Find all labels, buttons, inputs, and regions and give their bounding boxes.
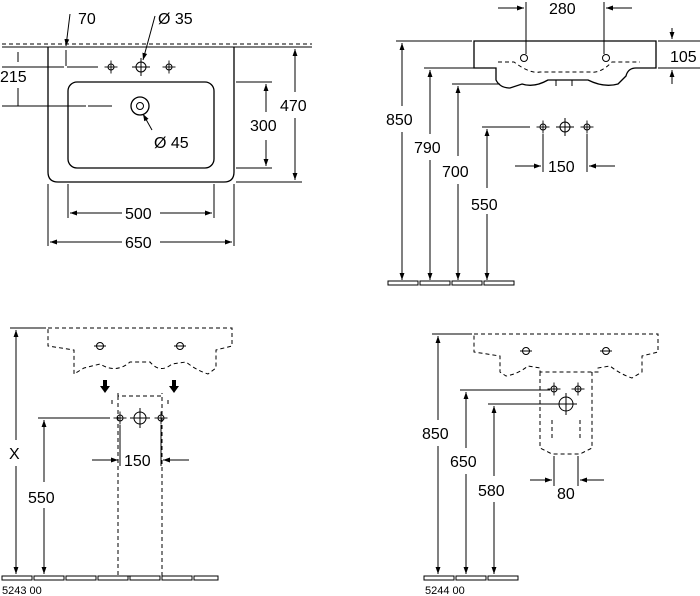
- dim-underside: 700: [442, 164, 469, 181]
- bowl-outline: [67, 81, 215, 169]
- dim-total-height: 850: [386, 112, 413, 129]
- floor-line: [387, 280, 515, 286]
- waste-hole-icon: [130, 408, 150, 428]
- semi-pedestal-view: 850 650 580 80 5244 00: [422, 333, 659, 596]
- basin-dashed-outline: [47, 327, 233, 375]
- dim-total-depth: 470: [280, 98, 307, 115]
- dim-total-width: 650: [125, 235, 152, 252]
- dim-rim-height: 105: [670, 49, 697, 66]
- basin-dashed-outline: [473, 333, 659, 379]
- tap-hole-right-icon: [162, 60, 176, 74]
- pedestal-top-ticks: [111, 400, 169, 405]
- dim-supply-spacing: 80: [557, 486, 575, 503]
- dim-supply: 550: [471, 197, 498, 214]
- floor-line: [423, 575, 519, 581]
- tap-hole-center-icon: [132, 58, 150, 76]
- leader-tap-hole: [142, 15, 156, 61]
- pedestal-view: X 550 150 5243 00: [1, 327, 233, 596]
- drain-icon: [130, 96, 150, 116]
- arrow-down-right-icon: [169, 380, 179, 393]
- fixing-hole-left-icon: [520, 54, 528, 62]
- dim-supply-spacing: 150: [124, 453, 151, 470]
- article-code: 5243 00: [2, 585, 42, 596]
- dim-tap-depth: 215: [0, 69, 27, 86]
- supply-hole-right-icon: [580, 120, 594, 134]
- basin-outline: [47, 47, 235, 183]
- supply-hole-left-icon: [113, 411, 127, 425]
- waste-hole-icon: [555, 393, 577, 415]
- pedestal-dashed-outline: [117, 393, 163, 577]
- dim-height-variable: X: [9, 446, 20, 463]
- arrow-down-left-icon: [100, 380, 110, 393]
- fixing-hole-right-icon: [602, 54, 610, 62]
- dim-supply: 580: [478, 483, 505, 500]
- dim-bowl-depth: 300: [250, 118, 277, 135]
- supply-hole-right-icon: [571, 382, 585, 396]
- dim-tap-hole: Ø 35: [158, 11, 193, 28]
- article-code: 5244 00: [425, 585, 465, 596]
- side-view: 280 105 850 790 700 550: [386, 1, 700, 286]
- tap-hole-left-icon: [104, 60, 118, 74]
- semi-pedestal-inner: [551, 420, 581, 438]
- semi-pedestal-outline: [539, 372, 593, 455]
- dim-supply: 550: [28, 490, 55, 507]
- dim-supply-spacing: 150: [548, 159, 575, 176]
- dim-tap-offset: 70: [78, 11, 96, 28]
- basin-inner-dashed: [498, 61, 640, 73]
- floor-line: [1, 575, 219, 581]
- dim-total-height: 850: [422, 426, 449, 443]
- dim-waste: 650: [450, 454, 477, 471]
- waste-hole-icon: [556, 118, 574, 136]
- basin-side-profile: [473, 40, 657, 89]
- supply-hole-left-icon: [536, 120, 550, 134]
- dim-drain: Ø 45: [154, 135, 189, 152]
- dim-fixing-spacing: 280: [549, 1, 576, 18]
- dim-rim-to-floor: 790: [414, 140, 441, 157]
- top-view: 70 Ø 35 Ø 45 215 300 470 500 650: [0, 11, 312, 252]
- supply-hole-left-icon: [547, 382, 561, 396]
- leader-70: [64, 13, 71, 47]
- dim-bowl-width: 500: [125, 206, 152, 223]
- supply-hole-right-icon: [154, 411, 168, 425]
- leader-drain: [142, 113, 153, 131]
